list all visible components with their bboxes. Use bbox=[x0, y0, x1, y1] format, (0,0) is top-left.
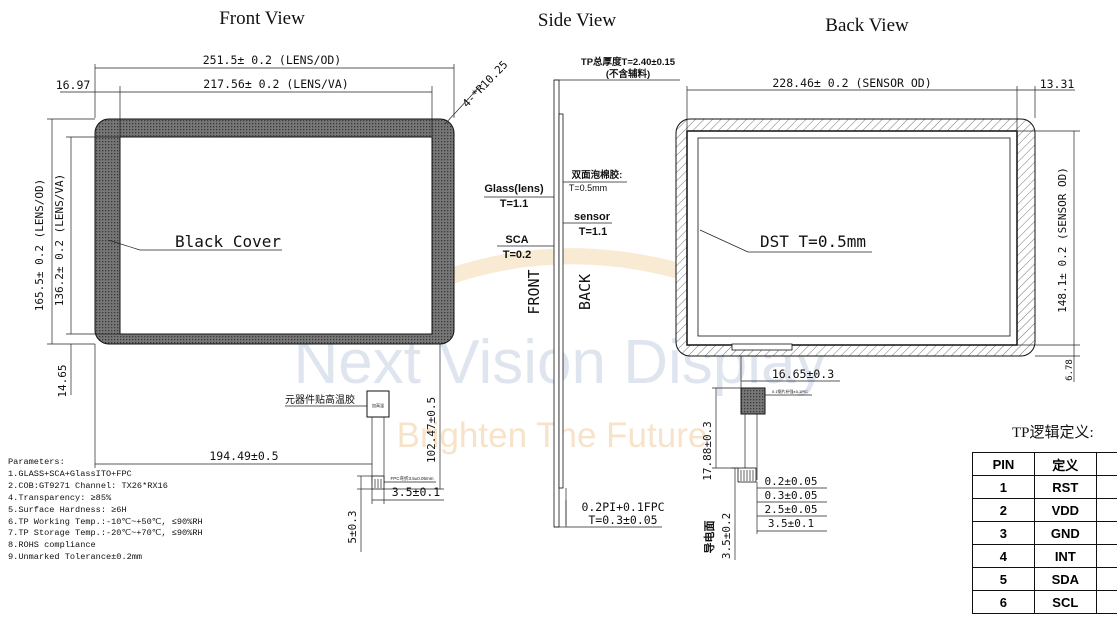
side-view-title: Side View bbox=[538, 10, 616, 31]
parameter-item: 8.ROHS compliance bbox=[8, 540, 96, 551]
table-row: 4 INT bbox=[972, 544, 1117, 568]
pin-number: 2 bbox=[972, 498, 1035, 522]
dim-fpc-position: 194.49±0.5 bbox=[209, 449, 278, 463]
pin-number: 6 bbox=[972, 590, 1035, 614]
dim-fpc-tail: 5±0.3 bbox=[346, 510, 359, 543]
sensor-layer bbox=[558, 113, 564, 489]
definition-header: 定义 bbox=[1033, 452, 1097, 476]
viewing-area bbox=[119, 136, 433, 335]
dim-left-offset: 16.97 bbox=[56, 78, 91, 92]
pin-definition: VDD bbox=[1033, 498, 1097, 522]
dim-gap: 0.3±0.05 bbox=[765, 489, 818, 502]
dim-lens-od-height: 165.5± 0.2 (LENS/OD) bbox=[33, 179, 46, 311]
svg-text:加高温: 加高温 bbox=[372, 402, 384, 408]
front-view-title: Front View bbox=[219, 8, 305, 29]
component-block bbox=[366, 390, 390, 418]
dim-pitch: 0.2±0.05 bbox=[765, 475, 818, 488]
sensor-thickness: T=1.1 bbox=[579, 226, 607, 238]
pin-header: PIN bbox=[972, 452, 1035, 476]
pin-definition: GND bbox=[1033, 521, 1097, 545]
table-row: 1 RST bbox=[972, 475, 1117, 499]
side-fpc-label: 0.2PI+0.1FPC bbox=[581, 500, 664, 514]
parameters-heading: Parameters: bbox=[8, 457, 65, 467]
glass-label: Glass(lens) bbox=[484, 183, 544, 195]
watermark-slogan: Brighten The Future bbox=[397, 416, 708, 455]
sca-label: SCA bbox=[505, 234, 528, 246]
glass-thickness: T=1.1 bbox=[500, 198, 528, 210]
table-row: 5 SDA bbox=[972, 567, 1117, 591]
dim-lens-va-width: 217.56± 0.2 (LENS/VA) bbox=[203, 77, 348, 91]
front-view: 251.5± 0.2 (LENS/OD) 217.56± 0.2 (LENS/V… bbox=[33, 53, 511, 552]
tape-thickness: T=0.5mm bbox=[569, 183, 607, 193]
pin-definition: SDA bbox=[1033, 567, 1097, 591]
dim-fpc-length: 102.47±0.5 bbox=[425, 397, 438, 463]
dim-lens-od-width: 251.5± 0.2 (LENS/OD) bbox=[203, 53, 341, 67]
black-cover-label: Black Cover bbox=[175, 232, 281, 251]
parameter-item: 1.GLASS+SCA+GlassITO+FPC bbox=[8, 468, 132, 479]
side-fpc-thickness: T=0.3±0.05 bbox=[588, 513, 657, 527]
fpc-note: FPC弯折3.5±0.05mm bbox=[391, 475, 434, 482]
pin-definition: RST bbox=[1033, 475, 1097, 499]
front-word: FRONT bbox=[525, 269, 543, 314]
pin-table-header: PIN 定义 bbox=[972, 452, 1117, 476]
dim-fpc-width: 3.5±0.1 bbox=[392, 485, 441, 499]
dim-back-fpc-width: 3.5±0.1 bbox=[768, 517, 814, 530]
dim-bottom-offset: 14.65 bbox=[56, 364, 69, 397]
parameter-item: 2.COB:GT9271 Channel: TX26*RX16 bbox=[8, 480, 168, 491]
tp-thickness-line1: TP总厚度T=2.40±0.15 bbox=[581, 56, 676, 68]
dim-right-offset: 13.31 bbox=[1040, 77, 1075, 91]
dim-back-fpc-length: 17.88±0.3 bbox=[701, 421, 714, 481]
table-row: 3 GND bbox=[972, 521, 1117, 545]
table-row: 6 SCL bbox=[972, 590, 1117, 614]
pin-table: PIN 定义 1 RST 2 VDD 3 GND 4 INT 5 SDA 6 S… bbox=[972, 452, 1117, 614]
sca-thickness: T=0.2 bbox=[503, 249, 531, 261]
pin-number: 5 bbox=[972, 567, 1035, 591]
glass-layer bbox=[553, 79, 560, 528]
pin-number: 1 bbox=[972, 475, 1035, 499]
back-view: 228.46± 0.2 (SENSOR OD) 13.31 148.1± 0.2… bbox=[675, 76, 1080, 560]
dim-corner-radius: 4-*R10.25 bbox=[460, 58, 511, 110]
dim-lens-va-height: 136.2± 0.2 (LENS/VA) bbox=[53, 174, 66, 306]
dim-gold: 2.5±0.05 bbox=[765, 503, 818, 516]
back-word: BACK bbox=[576, 274, 594, 310]
table-row: 2 VDD bbox=[972, 498, 1117, 522]
dim-sensor-height: 148.1± 0.2 (SENSOR OD) bbox=[1056, 167, 1069, 313]
parameter-item: 4.Transparency: ≥85% bbox=[8, 492, 112, 503]
sensor-label: sensor bbox=[574, 211, 611, 223]
stiffener-note: 0.1钢片补强±0.1PIC bbox=[772, 388, 808, 394]
pin-definition: INT bbox=[1033, 544, 1097, 568]
parameters-block: Parameters: 1.GLASS+SCA+GlassITO+FPC 2.C… bbox=[8, 457, 203, 564]
parameter-item: 7.TP Storage Temp.:-20℃~+70℃, ≤90%RH bbox=[8, 528, 203, 539]
stiffener bbox=[740, 387, 766, 415]
dim-back-fpc-offset: 16.65±0.3 bbox=[772, 367, 834, 381]
pin-number: 4 bbox=[972, 544, 1035, 568]
dst-label: DST T=0.5mm bbox=[760, 232, 866, 251]
dim-conductive: 3.5±0.2 bbox=[720, 513, 733, 559]
component-label: 元器件贴高温胶 bbox=[285, 393, 355, 406]
tp-thickness-line2: (不含辅料) bbox=[606, 68, 650, 80]
parameter-item: 5.Surface Hardness: ≥6H bbox=[8, 504, 127, 515]
pin-number: 3 bbox=[972, 521, 1035, 545]
side-view: TP总厚度T=2.40±0.15 (不含辅料) Glass(lens) T=1.… bbox=[484, 56, 680, 528]
back-view-title: Back View bbox=[825, 15, 909, 36]
tape-label: 双面泡棉胶: bbox=[571, 169, 623, 181]
conductive-label: 导电面 bbox=[702, 521, 716, 554]
parameter-item: 9.Unmarked Tolerance±0.2mm bbox=[8, 552, 143, 563]
dim-sensor-width: 228.46± 0.2 (SENSOR OD) bbox=[772, 76, 931, 90]
dim-back-bottom-offset: 6.78 bbox=[1065, 359, 1075, 381]
pin-table-title: TP逻辑定义: bbox=[1012, 425, 1094, 441]
sensor-inner bbox=[697, 137, 1011, 337]
pin-definition: SCL bbox=[1033, 590, 1097, 614]
parameter-item: 6.TP Working Temp.:-10℃~+50℃, ≤90%RH bbox=[8, 516, 203, 527]
